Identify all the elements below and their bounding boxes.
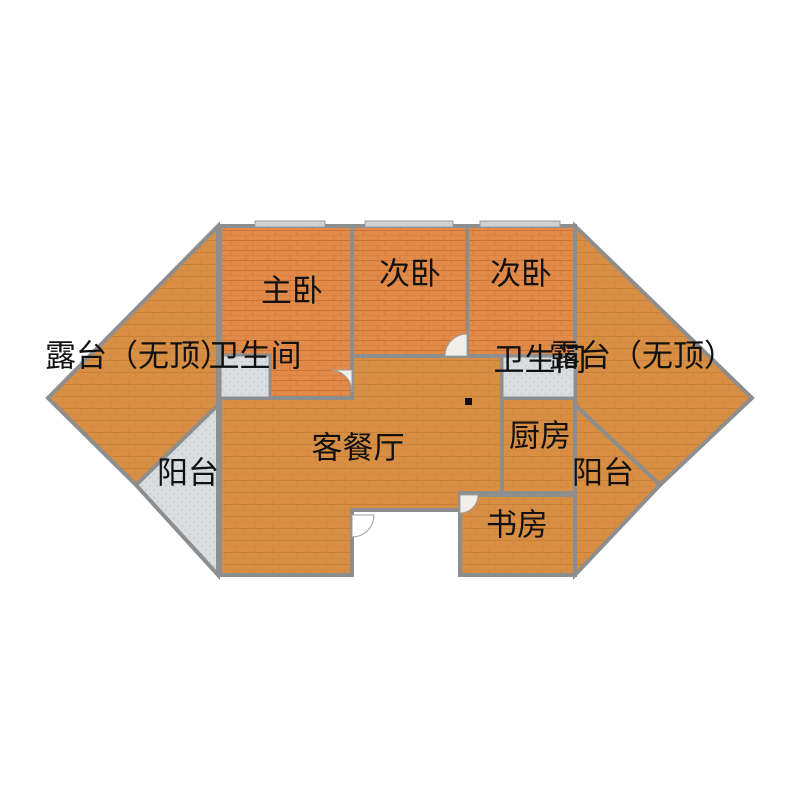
label-terrace-right: 露台（无顶） bbox=[549, 339, 735, 375]
bathroom-left-floor bbox=[218, 353, 272, 400]
second-bedroom-2-floor bbox=[465, 224, 577, 358]
label-bathroom-left: 卫生间 bbox=[209, 339, 302, 375]
label-master-bedroom: 主卧 bbox=[261, 274, 323, 310]
second-bedroom-1-floor bbox=[350, 224, 469, 358]
kitchen-floor bbox=[500, 396, 577, 495]
label-second-bedroom-1: 次卧 bbox=[379, 257, 441, 293]
window-master bbox=[254, 220, 326, 228]
door-bedroom-2 bbox=[444, 333, 468, 357]
study-floor bbox=[458, 493, 577, 577]
column-marker bbox=[465, 398, 472, 405]
door-entrance bbox=[351, 514, 375, 538]
label-second-bedroom-2: 次卧 bbox=[490, 257, 552, 293]
door-master bbox=[329, 369, 353, 393]
window-bedroom-1 bbox=[364, 220, 454, 228]
label-study: 书房 bbox=[486, 508, 548, 544]
label-terrace-left: 露台（无顶） bbox=[45, 339, 231, 375]
bathroom-right-floor bbox=[500, 354, 577, 400]
window-bedroom-2 bbox=[479, 220, 561, 228]
label-balcony-right: 阳台 bbox=[572, 456, 634, 492]
label-kitchen: 厨房 bbox=[509, 419, 571, 455]
label-bathroom-right: 卫生间 bbox=[494, 343, 587, 379]
door-study bbox=[459, 494, 479, 514]
label-balcony-left: 阳台 bbox=[157, 456, 219, 492]
label-living-dining: 客餐厅 bbox=[312, 431, 405, 467]
